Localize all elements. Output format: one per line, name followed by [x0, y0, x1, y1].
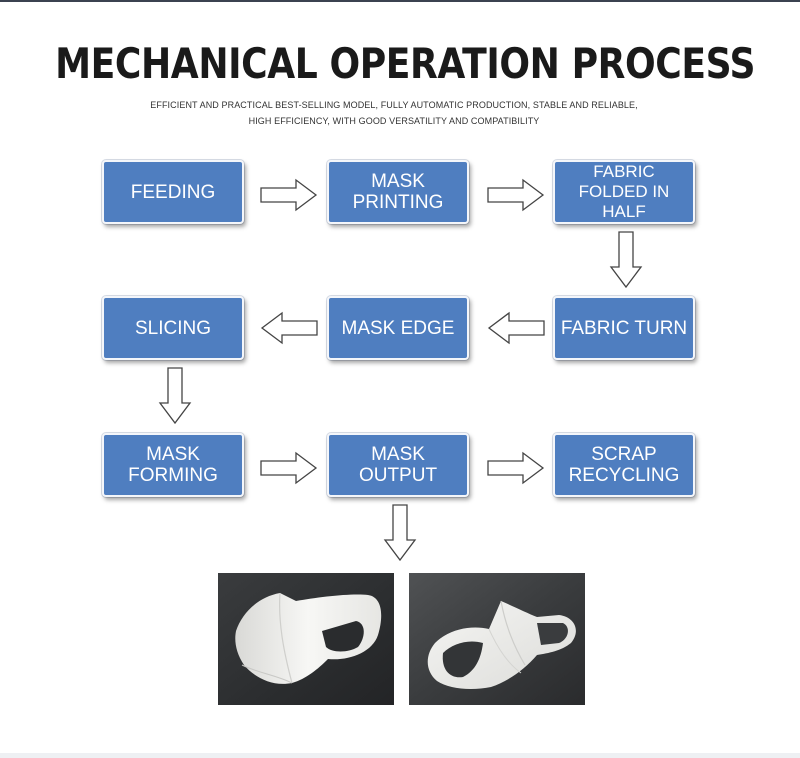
step-fabric-turn: FABRIC TURN	[553, 296, 695, 360]
mask-photo-side	[218, 573, 394, 705]
step-mask-edge: MASK EDGE	[327, 296, 469, 360]
arrow-left-icon	[260, 311, 318, 345]
arrow-down-icon	[609, 231, 643, 289]
page-title: MECHANICAL OPERATION PROCESS	[55, 39, 756, 88]
step-feeding-label: FEEDING	[130, 181, 216, 203]
step-fabric-folded-line1: FABRIC	[593, 162, 655, 181]
arrow-right-icon	[260, 451, 318, 485]
top-border	[0, 0, 800, 2]
step-mask-output: MASK OUTPUT	[327, 433, 469, 497]
step-mask-output-label: MASK OUTPUT	[358, 444, 438, 486]
step-mask-edge-label: MASK EDGE	[341, 317, 455, 339]
bottom-border	[0, 753, 800, 758]
arrow-right-icon	[487, 178, 545, 212]
step-mask-forming-line2: FORMING	[128, 465, 218, 486]
step-scrap-recycling-line2: RECYCLING	[568, 465, 680, 486]
step-scrap-recycling-line1: SCRAP	[591, 444, 657, 465]
subtitle-line-2: HIGH EFFICIENCY, WITH GOOD VERSATILITY A…	[248, 116, 540, 126]
subtitle-line-1: EFFICIENT AND PRACTICAL BEST-SELLING MOD…	[150, 100, 638, 110]
step-slicing: SLICING	[102, 296, 244, 360]
arrow-right-icon	[260, 178, 318, 212]
step-fabric-folded-line2: FOLDED IN HALF	[578, 182, 670, 221]
arrow-left-icon	[487, 311, 545, 345]
step-mask-printing-line2: PRINTING	[352, 192, 444, 213]
arrow-right-icon	[487, 451, 545, 485]
step-feeding: FEEDING	[102, 160, 244, 224]
step-fabric-turn-label: FABRIC TURN	[560, 317, 688, 339]
arrow-down-icon	[158, 367, 192, 425]
step-mask-printing-line1: MASK	[371, 171, 425, 192]
step-mask-forming-line1: MASK	[146, 444, 200, 465]
step-slicing-label: SLICING	[134, 317, 212, 339]
mask-photo-open	[409, 573, 585, 705]
arrow-down-icon	[383, 504, 417, 562]
